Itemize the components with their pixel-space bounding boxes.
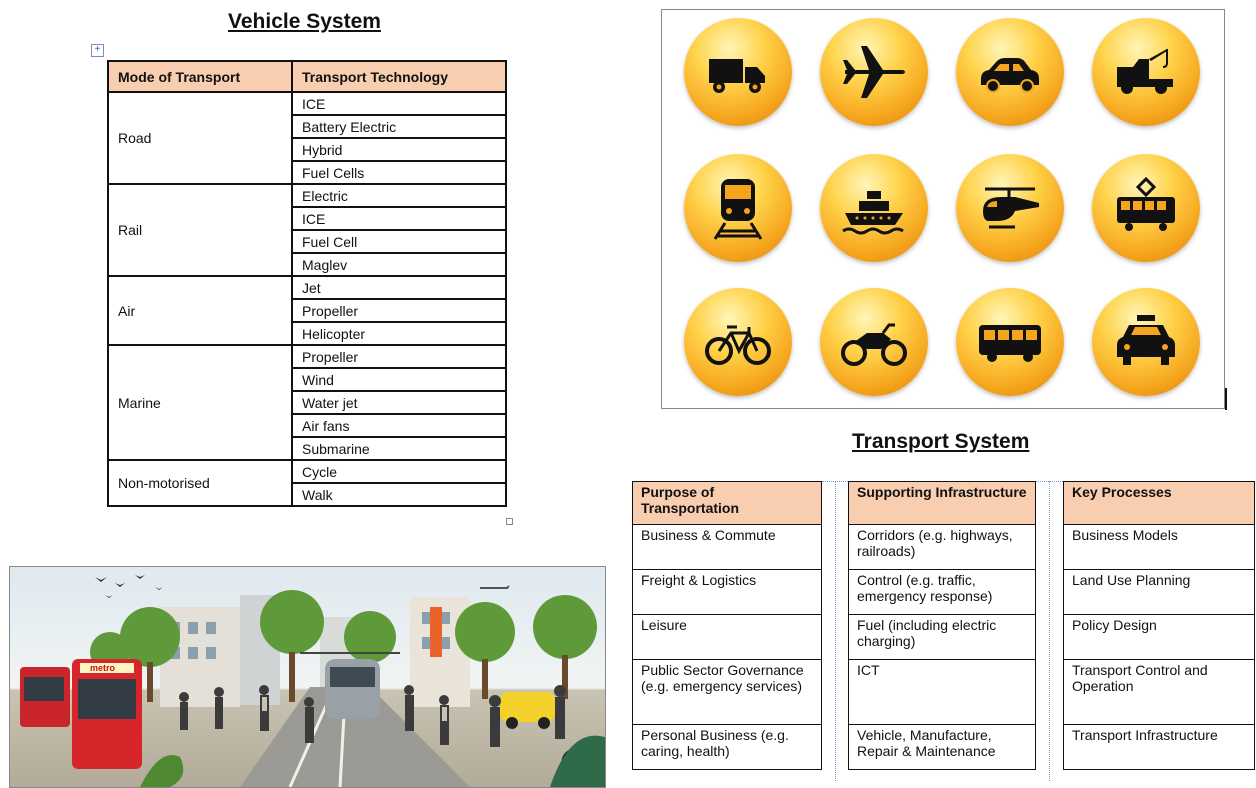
purpose-header: Purpose of Transportation [632,481,822,525]
purpose-cell: Business & Commute [632,524,822,570]
technology-cell: Maglev [291,252,507,277]
technology-cell: Fuel Cells [291,160,507,185]
purpose-cell: Leisure [632,614,822,660]
table-gridline [1049,481,1050,781]
purpose-cell: Freight & Logistics [632,569,822,615]
mode-header: Mode of Transport [107,60,293,93]
tram-icon [1092,154,1200,262]
infrastructure-cell: Control (e.g. traffic, emergency respons… [848,569,1036,615]
processes-table: Key Processes Business Models Land Use P… [1063,481,1255,770]
technology-cell: Propeller [291,344,507,369]
table-resize-handle[interactable] [506,518,513,525]
mode-cell: Air [107,275,293,346]
mode-cell: Non-motorised [107,459,293,507]
vehicle-system-table: Mode of Transport Transport Technology R… [107,60,507,507]
mode-cell: Road [107,91,293,185]
purpose-cell: Personal Business (e.g. caring, health) [632,724,822,770]
table-gridline [835,481,836,781]
infrastructure-header: Supporting Infrastructure [848,481,1036,525]
processes-cell: Land Use Planning [1063,569,1255,615]
technology-cell: Air fans [291,413,507,438]
processes-cell: Business Models [1063,524,1255,570]
tow-truck-icon [1092,18,1200,126]
street-scene-illustration: metro [9,566,606,788]
infrastructure-cell: Vehicle, Manufacture, Repair & Maintenan… [848,724,1036,770]
infrastructure-cell: Corridors (e.g. highways, railroads) [848,524,1036,570]
technology-cell: Walk [291,482,507,507]
airplane-icon [820,18,928,126]
technology-header: Transport Technology [291,60,507,93]
vehicle-system-title: Vehicle System [228,10,381,33]
transport-icon-grid [661,9,1225,409]
technology-cell: Electric [291,183,507,208]
processes-header: Key Processes [1063,481,1255,525]
mode-cell: Marine [107,344,293,461]
infrastructure-cell: Fuel (including electric charging) [848,614,1036,660]
technology-cell: Submarine [291,436,507,461]
bus-sign: metro [90,663,116,673]
processes-cell: Policy Design [1063,614,1255,660]
technology-cell: Cycle [291,459,507,484]
technology-cell: Jet [291,275,507,300]
helicopter-icon [956,154,1064,262]
infrastructure-table: Supporting Infrastructure Corridors (e.g… [848,481,1036,770]
text-cursor [1225,388,1227,410]
purpose-cell: Public Sector Governance (e.g. emergency… [632,659,822,725]
technology-cell: Wind [291,367,507,392]
technology-cell: Helicopter [291,321,507,346]
transport-system-title: Transport System [852,430,1030,453]
processes-cell: Transport Control and Operation [1063,659,1255,725]
technology-cell: Battery Electric [291,114,507,139]
technology-cell: Propeller [291,298,507,323]
mode-cell: Rail [107,183,293,277]
bicycle-icon [684,288,792,396]
technology-cell: Fuel Cell [291,229,507,254]
car-icon [956,18,1064,126]
technology-cell: ICE [291,206,507,231]
ship-icon [820,154,928,262]
purpose-table: Purpose of Transportation Business & Com… [632,481,822,770]
truck-icon [684,18,792,126]
processes-cell: Transport Infrastructure [1063,724,1255,770]
bus-icon [956,288,1064,396]
motorcycle-icon [820,288,928,396]
technology-cell: ICE [291,91,507,116]
train-icon [684,154,792,262]
table-move-handle-icon[interactable]: + [91,44,104,57]
technology-cell: Water jet [291,390,507,415]
infrastructure-cell: ICT [848,659,1036,725]
technology-cell: Hybrid [291,137,507,162]
taxi-icon [1092,288,1200,396]
